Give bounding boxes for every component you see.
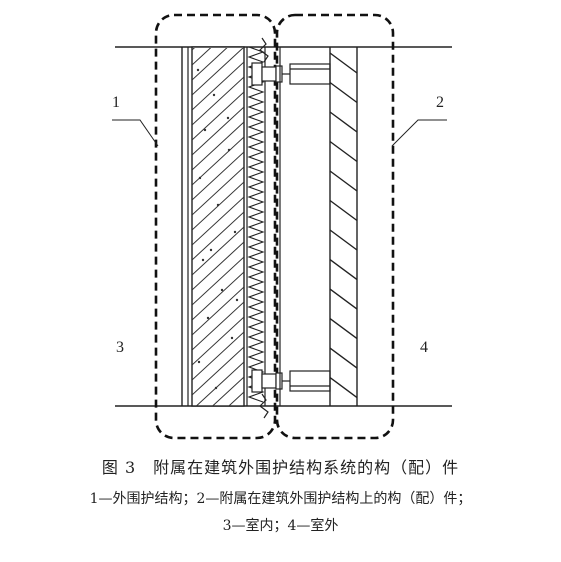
concrete-wall	[191, 46, 245, 407]
upper-anchor	[251, 62, 331, 86]
callout-2: 2	[436, 94, 444, 111]
louver-blades	[329, 52, 358, 399]
concrete-aggregate	[196, 68, 239, 390]
callout-1-leader	[112, 119, 159, 147]
outer-envelope-boundary	[154, 13, 277, 440]
callout-1: 1	[112, 94, 120, 111]
figure-caption: 图 3 附属在建筑外围护结构系统的构（配）件 1—外围护结构；2—附属在建筑外围…	[0, 457, 561, 543]
callout-4-exterior: 4	[420, 339, 428, 356]
wall-hatching	[192, 48, 244, 406]
callout-3-interior: 3	[116, 339, 124, 356]
insulation-zigzag	[247, 46, 265, 403]
caption-legend-line-1: 1—外围护结构；2—附属在建筑外围护结构上的构（配）件；	[89, 491, 472, 507]
bottom-break-symbol	[259, 393, 269, 419]
lower-anchor	[251, 369, 331, 393]
section-diagram: 1 2 3 4	[112, 13, 452, 440]
caption-legend-line-2: 3—室内；4—室外	[222, 518, 339, 534]
caption-title: 图 3 附属在建筑外围护结构系统的构（配）件	[101, 458, 460, 477]
attached-component-boundary	[275, 13, 395, 440]
top-break-symbol	[259, 37, 269, 63]
callout-2-leader	[391, 119, 447, 147]
